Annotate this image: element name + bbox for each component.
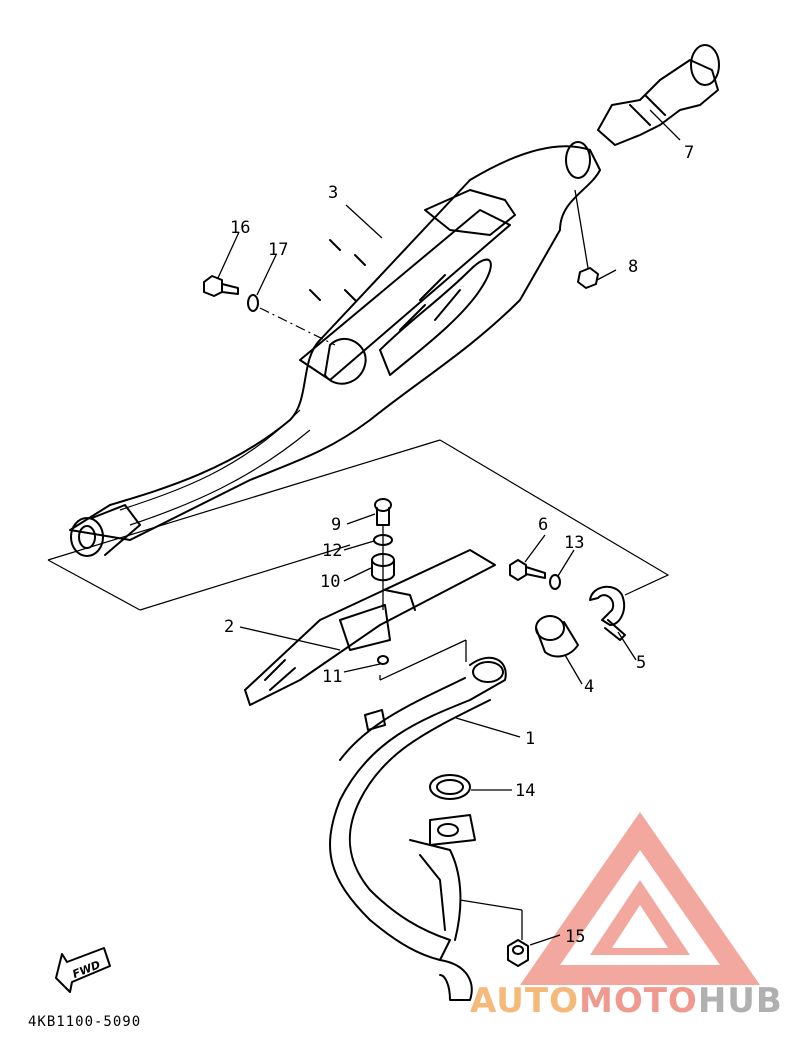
diagram-code: 4KB1100-5090: [28, 1014, 141, 1030]
fwd-label: FWD: [71, 958, 103, 981]
fwd-arrow-icon: FWD: [55, 947, 111, 993]
watermark-text: AUTOMOTOHUB: [470, 981, 783, 1021]
part-11-collar: [377, 655, 389, 665]
part-14-gasket: [429, 774, 476, 846]
part-7-insert: [597, 44, 720, 146]
part-13-washer: [549, 574, 561, 590]
callout-16: 16: [230, 218, 250, 238]
callout-15: 15: [565, 927, 585, 947]
watermark-auto: AUTO: [470, 981, 579, 1021]
callout-3: 3: [328, 183, 338, 203]
watermark-hub: HUB: [698, 981, 783, 1021]
part-15-nut: [507, 939, 529, 967]
callout-14: 14: [515, 781, 535, 801]
part-1-exhaust-pipe: [329, 656, 507, 1001]
callout-1: 1: [525, 729, 535, 749]
callout-6: 6: [538, 515, 548, 535]
callout-10: 10: [320, 572, 340, 592]
callout-7: 7: [684, 143, 694, 163]
callout-2: 2: [224, 617, 234, 637]
part-5-clamp: [589, 585, 626, 641]
callout-5: 5: [636, 653, 646, 673]
part-16-bolt: [203, 275, 239, 297]
watermark-logo: [520, 812, 760, 985]
callout-13: 13: [564, 533, 584, 553]
callout-4: 4: [584, 677, 594, 697]
callout-9: 9: [331, 515, 341, 535]
callout-8: 8: [628, 257, 638, 277]
part-2-bracket: [244, 549, 496, 706]
callout-12: 12: [322, 541, 342, 561]
part-17-washer: [247, 294, 259, 312]
part-9-bolt: [374, 498, 392, 526]
muffler-part-3: [69, 141, 601, 557]
part-6-bolt: [509, 559, 546, 581]
part-4-gasket: [535, 615, 579, 658]
part-8-nut: [574, 189, 599, 289]
callout-17: 17: [268, 240, 288, 260]
watermark-moto: MOTO: [579, 981, 698, 1021]
callout-11: 11: [322, 667, 342, 687]
